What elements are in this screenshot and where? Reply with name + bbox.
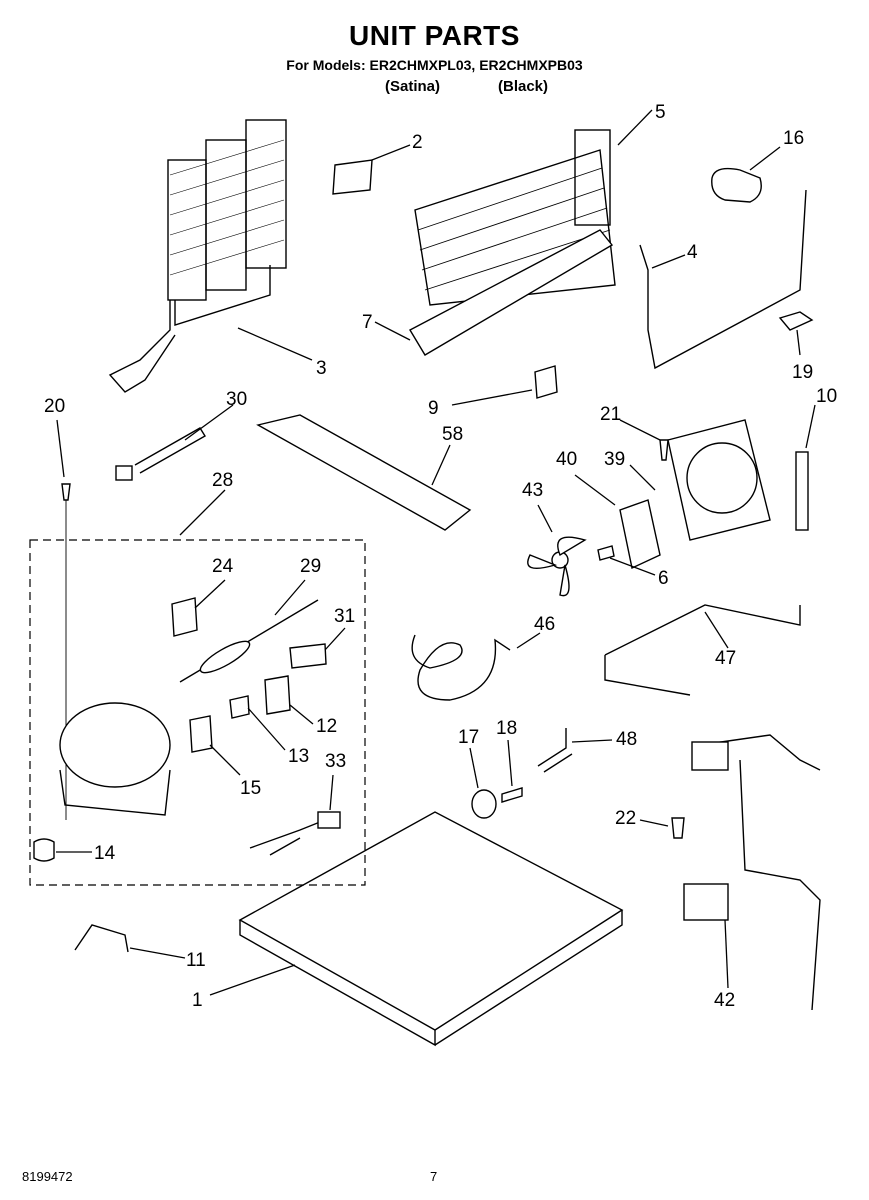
part-40-fan-motor-illustration <box>619 499 661 570</box>
part-20-screw-illustration <box>61 483 71 501</box>
part-31-connector-illustration <box>289 643 327 669</box>
page-number: 7 <box>430 1169 438 1184</box>
part-12-relay-illustration <box>264 675 291 715</box>
callout-31: 31 <box>334 606 355 627</box>
part-29-filter-drier-illustration <box>179 599 319 683</box>
part-14-grommet-illustration <box>33 838 55 862</box>
callout-40: 40 <box>556 449 577 470</box>
callout-9: 9 <box>428 398 439 419</box>
callout-14: 14 <box>94 843 116 864</box>
models-line: For Models: ER2CHMXPL03, ER2CHMXPB03 <box>286 57 583 73</box>
callout-labels: 2 3 5 16 4 7 19 9 10 30 58 20 21 39 40 4… <box>44 102 837 1011</box>
part-33-harness-illustration <box>249 811 341 856</box>
page-title: UNIT PARTS <box>349 20 520 51</box>
part-2-pad-illustration <box>332 159 373 195</box>
part-58-tray-illustration <box>256 414 472 531</box>
callout-21: 21 <box>600 404 621 425</box>
part-7-drain-pan-illustration <box>409 229 614 356</box>
callout-6: 6 <box>658 568 669 589</box>
callout-20: 20 <box>44 396 65 417</box>
callout-46: 46 <box>534 614 555 635</box>
part-42-wire-harness-illustration <box>683 734 821 1011</box>
part-48-tube-illustration <box>537 728 573 773</box>
callout-43: 43 <box>522 480 543 501</box>
part-39-fan-shroud-illustration <box>667 419 771 541</box>
part-24-relay-illustration <box>171 597 198 637</box>
callout-39: 39 <box>604 449 625 470</box>
callout-13: 13 <box>288 746 309 767</box>
callout-47: 47 <box>715 648 736 669</box>
part-21-screw-illustration <box>659 439 669 461</box>
callout-5: 5 <box>655 102 666 123</box>
callout-4: 4 <box>687 242 698 263</box>
callout-24: 24 <box>212 556 234 577</box>
part-19-clip-illustration <box>778 311 814 331</box>
part-5-evaporator-illustration <box>414 129 616 306</box>
callout-15: 15 <box>240 778 261 799</box>
callout-48: 48 <box>616 729 637 750</box>
compressor-illustration <box>59 702 171 816</box>
part-28-group-box <box>29 539 366 886</box>
callout-22: 22 <box>615 808 636 829</box>
variant-satina: (Satina) <box>385 78 441 95</box>
callout-33: 33 <box>325 751 346 772</box>
part-6-screw-illustration <box>597 545 615 561</box>
part-1-base-pan-illustration <box>238 811 624 1047</box>
callout-3: 3 <box>316 358 327 379</box>
callout-12: 12 <box>316 716 337 737</box>
callout-1: 1 <box>192 990 203 1011</box>
callout-58: 58 <box>442 424 463 445</box>
callout-10: 10 <box>816 386 837 407</box>
part-9-bracket-illustration <box>534 365 558 399</box>
callout-18: 18 <box>496 718 517 739</box>
callout-2: 2 <box>412 132 423 153</box>
part-47-tube-illustration <box>604 604 801 696</box>
part-43-fan-blade-illustration <box>527 536 587 597</box>
callout-30: 30 <box>226 389 247 410</box>
document-number: 8199472 <box>22 1169 73 1184</box>
part-11-clip-illustration <box>74 924 129 953</box>
part-16-cap-illustration <box>711 167 762 203</box>
callout-7: 7 <box>362 312 373 333</box>
callout-28: 28 <box>212 470 233 491</box>
callout-17: 17 <box>458 727 479 748</box>
part-15-bracket-illustration <box>189 715 213 753</box>
part-10-strip-illustration <box>795 451 809 531</box>
variant-black: (Black) <box>498 78 549 95</box>
part-22-screw-illustration <box>671 817 685 839</box>
callout-11: 11 <box>186 950 206 971</box>
part-30-cable-tie-illustration <box>115 427 206 481</box>
callout-29: 29 <box>300 556 321 577</box>
callout-19: 19 <box>792 362 813 383</box>
part-4-sensor-illustration <box>639 189 807 370</box>
leader-lines <box>56 109 816 996</box>
part-3-condenser-illustration <box>108 119 287 393</box>
part-18-axle-illustration <box>501 787 523 803</box>
callout-16: 16 <box>783 128 804 149</box>
callout-42: 42 <box>714 990 735 1011</box>
part-17-wheel-illustration <box>471 789 497 819</box>
part-13-clip-illustration <box>229 695 250 719</box>
part-46-tube-illustration <box>411 634 511 701</box>
